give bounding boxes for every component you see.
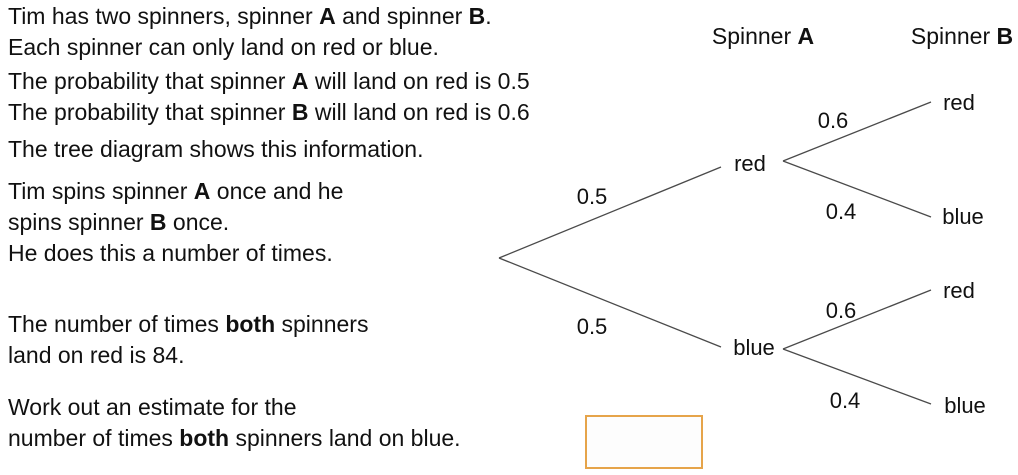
text-segment: Spinner [711, 23, 798, 49]
probability-red-blue: 0.4 [825, 199, 857, 224]
text-segment: spinners land on blue. [229, 425, 461, 451]
paragraph-intro: Tim has two spinners, spinner A and spin… [8, 1, 492, 63]
text-segment: number of times [8, 425, 180, 451]
text-segment: The probability that spinner [8, 68, 292, 94]
text-segment-bold: B [468, 3, 486, 29]
paragraph-tree-note: The tree diagram shows this information. [8, 134, 423, 165]
branch-a-red [498, 166, 722, 259]
text-segment: and spinner [335, 3, 469, 29]
paragraph-question: Work out an estimate for the number of t… [8, 392, 461, 454]
text-segment: Spinner [910, 23, 997, 49]
paragraph-red-count: The number of times both spinners land o… [8, 309, 368, 371]
column-header-spinner-b: Spinner B [910, 23, 1014, 49]
column-header-spinner-a: Spinner A [711, 23, 815, 49]
text-segment: spinners [275, 311, 369, 337]
leaf-red-blue: blue [942, 204, 984, 229]
text-segment-bold: B [149, 209, 167, 235]
text-segment: once. [166, 209, 230, 235]
text-segment: . [485, 3, 492, 29]
text-segment: Tim has two spinners, spinner [8, 3, 320, 29]
node-a-blue: blue [733, 335, 775, 360]
branch-red-red [782, 101, 932, 162]
probability-red-red: 0.6 [817, 108, 849, 133]
problem-line: number of times both spinners land on bl… [8, 423, 461, 454]
leaf-red-red: red [943, 90, 975, 115]
text-segment: spins spinner [8, 209, 150, 235]
text-segment-bold: A [797, 23, 815, 49]
probability-a-blue: 0.5 [576, 314, 608, 339]
text-segment-bold: B [291, 99, 309, 125]
problem-line: Each spinner can only land on red or blu… [8, 34, 439, 60]
text-segment-bold: both [179, 425, 230, 451]
text-segment: will land on red is 0.5 [308, 68, 530, 94]
leaf-blue-red: red [943, 278, 975, 303]
problem-line: spins spinner B once. [8, 207, 343, 238]
paragraph-spins: Tim spins spinner A once and he spins sp… [8, 176, 343, 269]
answer-input[interactable] [585, 415, 703, 469]
probability-blue-red: 0.6 [825, 298, 857, 323]
paragraph-probabilities: The probability that spinner A will land… [8, 66, 530, 128]
branch-blue-red [782, 289, 932, 350]
probability-a-red: 0.5 [576, 184, 608, 209]
problem-line: The tree diagram shows this information. [8, 136, 424, 162]
node-a-red: red [734, 151, 766, 176]
text-segment: The probability that spinner [8, 99, 292, 125]
text-segment-bold: A [193, 178, 211, 204]
probability-blue-blue: 0.4 [829, 388, 861, 413]
text-segment-bold: A [319, 3, 336, 29]
branch-a-blue [498, 257, 722, 348]
text-segment-bold: A [291, 68, 309, 94]
problem-line: The number of times both spinners [8, 309, 368, 340]
text-segment-bold: B [996, 23, 1014, 49]
problem-line: Work out an estimate for the [8, 394, 297, 420]
text-segment: The number of times [8, 311, 226, 337]
text-segment-bold: both [225, 311, 276, 337]
problem-line: The probability that spinner B will land… [8, 97, 530, 128]
text-segment: will land on red is 0.6 [308, 99, 530, 125]
problem-line: The probability that spinner A will land… [8, 66, 530, 97]
problem-line: Tim spins spinner A once and he [8, 176, 343, 207]
problem-line: Tim has two spinners, spinner A and spin… [8, 1, 492, 32]
text-segment: Tim spins spinner [8, 178, 194, 204]
leaf-blue-blue: blue [944, 393, 986, 418]
branch-red-blue [782, 160, 932, 218]
problem-line: He does this a number of times. [8, 240, 333, 266]
text-segment: once and he [210, 178, 344, 204]
problem-line: land on red is 84. [8, 342, 185, 368]
